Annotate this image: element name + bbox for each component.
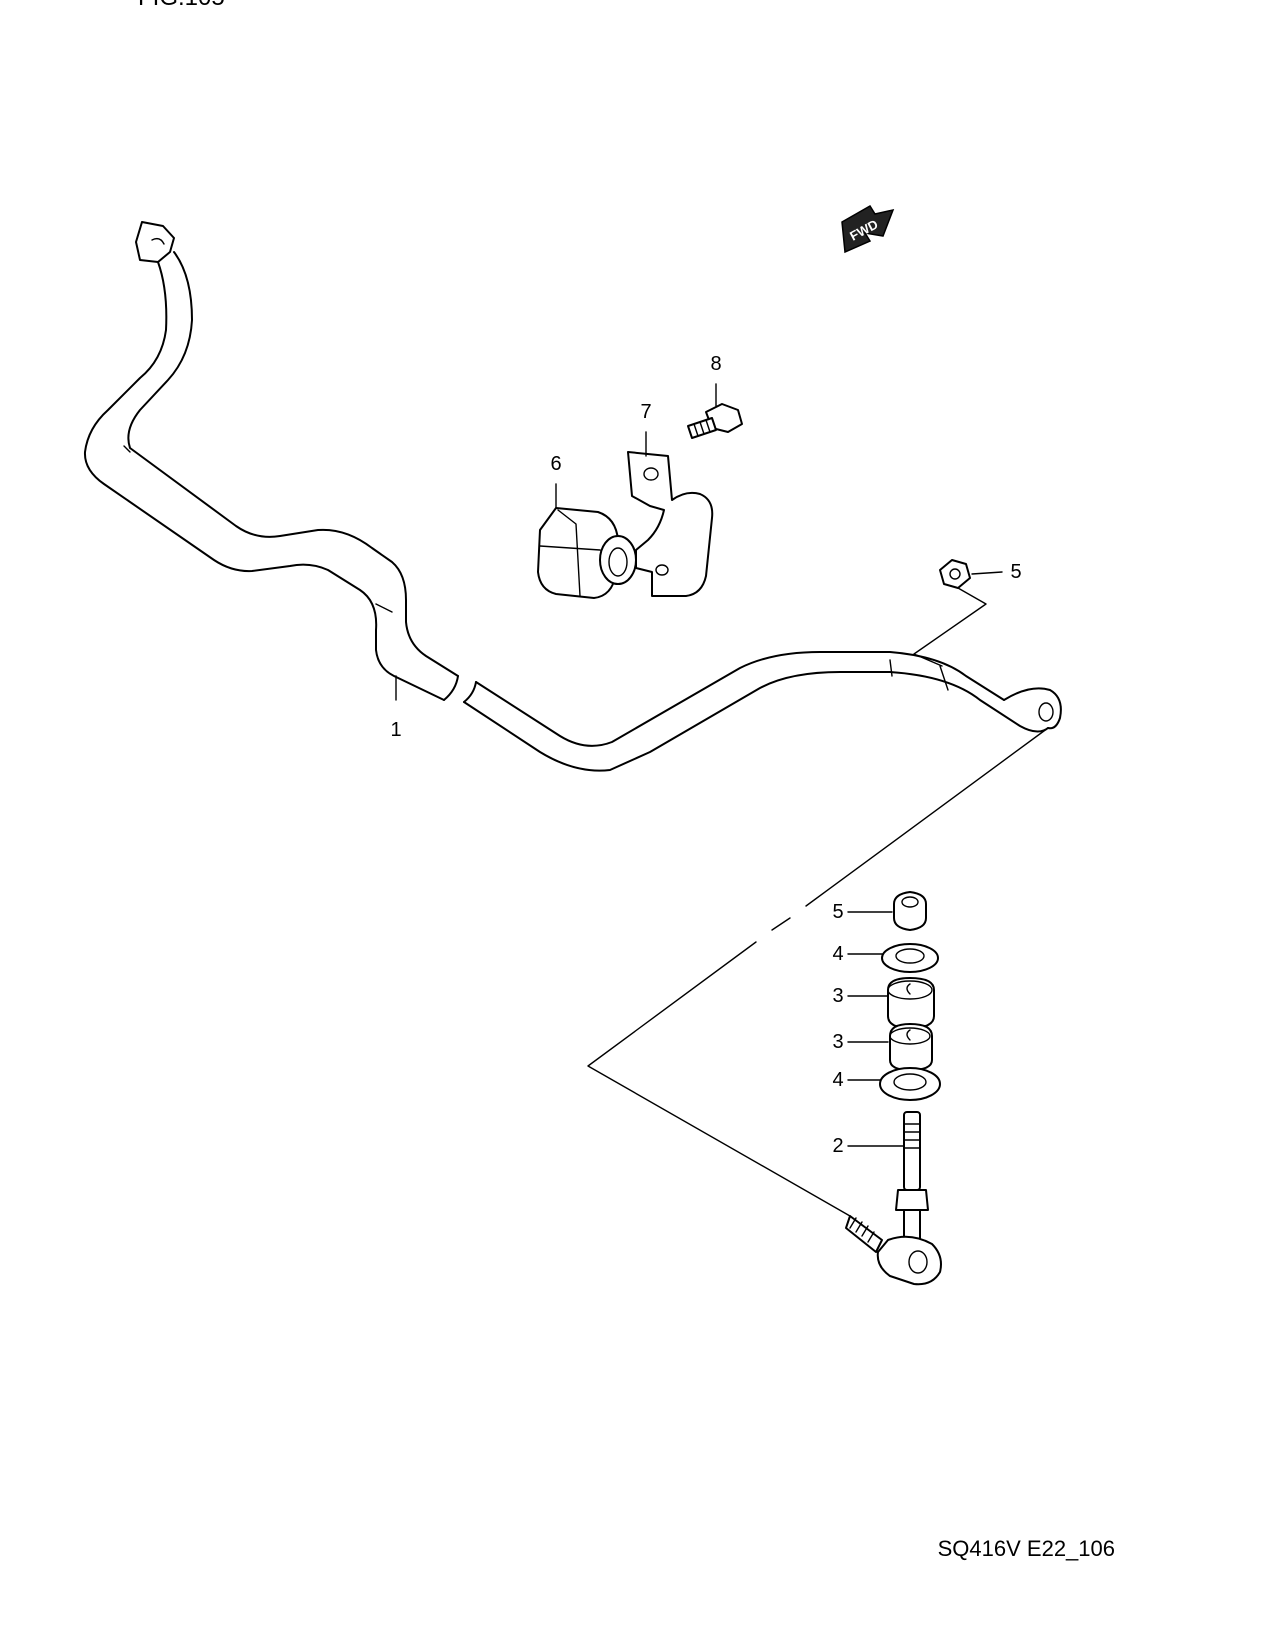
callout-leaders <box>395 383 1003 1147</box>
callout-2: 2 <box>832 1135 843 1157</box>
callout-4a: 4 <box>832 943 843 965</box>
link-nut-lower <box>893 891 927 931</box>
figure-title: FIG.105 <box>138 0 225 12</box>
callout-6: 6 <box>550 453 561 475</box>
stabilizer-bushing <box>537 507 637 599</box>
link-bushing-upper <box>887 977 935 1029</box>
leader-bar-to-link <box>587 727 1049 1217</box>
diagram-code: SQ416V E22_106 <box>937 1536 1115 1561</box>
stabilizer-bar <box>83 221 1062 772</box>
fwd-arrow-icon: FWD <box>841 204 895 254</box>
link-washer-lower <box>879 1067 941 1101</box>
bushing-bracket <box>627 451 714 597</box>
callout-5b: 5 <box>832 901 843 923</box>
link-bushing-lower <box>889 1023 933 1071</box>
callout-4b: 4 <box>832 1069 843 1091</box>
link-nut-upper <box>939 559 971 589</box>
callout-3a: 3 <box>832 985 843 1007</box>
callout-5a: 5 <box>1010 561 1021 583</box>
callout-8: 8 <box>710 353 721 375</box>
stabilizer-link <box>845 1111 942 1286</box>
bracket-bolt <box>687 403 743 439</box>
link-washer-upper <box>881 943 939 973</box>
leader-nut-to-bar <box>913 587 987 667</box>
callout-3b: 3 <box>832 1031 843 1053</box>
callout-7: 7 <box>640 401 651 423</box>
callout-1: 1 <box>390 719 401 741</box>
